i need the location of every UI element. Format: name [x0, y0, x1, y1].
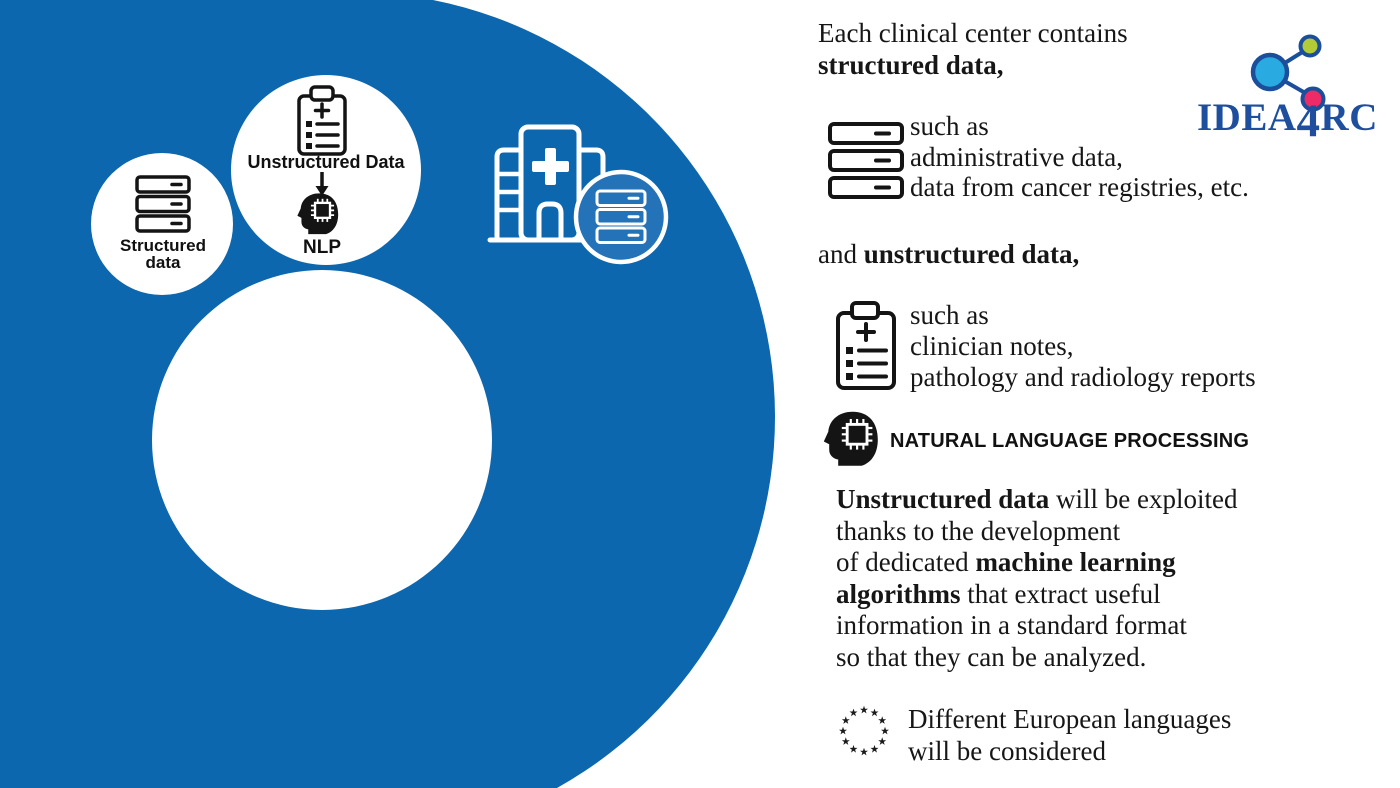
list-item: pathology and radiology reports [910, 362, 1256, 392]
list-item: data from cancer registries, etc. [910, 172, 1249, 202]
structured-data-circle [91, 153, 233, 295]
unstructured-intro-line: and unstructured data, [818, 238, 1238, 270]
unstructured-bold: unstructured data, [863, 239, 1080, 269]
unstructured-data-circle [231, 75, 421, 265]
intro-line-1: Each clinical center contains [818, 18, 1128, 48]
logo-part-1: IDEA [1197, 96, 1297, 139]
logo-part-2: 4 [1296, 95, 1321, 147]
eu-line-1: Different European languages [908, 704, 1232, 734]
intro-text: Each clinical center contains structured… [818, 17, 1238, 81]
logo-part-3: RC [1320, 96, 1378, 139]
list-item: such as [910, 111, 989, 141]
paragraph-line: information in a standard format [836, 610, 1187, 640]
unstructured-examples-list: such as clinician notes, pathology and r… [910, 300, 1350, 393]
nlp-label: NLP [303, 237, 341, 258]
down-arrow-icon [315, 172, 329, 196]
hospital-database-circle [573, 169, 669, 265]
idea4rc-logo-text: IDEA4RC [1197, 96, 1400, 145]
nlp-description-paragraph: Unstructured data will be exploited than… [836, 484, 1306, 673]
list-item: such as [910, 300, 989, 330]
eu-line-2: will be considered [908, 736, 1106, 766]
server-stack-icon [595, 189, 647, 244]
nlp-head-chip-icon [297, 193, 339, 235]
unstructured-data-label: Unstructured Data [247, 152, 405, 172]
paragraph-line: of dedicated machine learning [836, 547, 1176, 577]
list-item: administrative data, [910, 141, 1123, 172]
network-nodes-icon [1250, 34, 1326, 112]
paragraph-line: Unstructured data will be exploited [836, 484, 1238, 514]
paragraph-line: so that they can be analyzed. [836, 641, 1147, 672]
nlp-head-chip-icon [823, 411, 878, 466]
donut-hole-circle [152, 270, 492, 610]
intro-line-2: structured data, [818, 50, 1004, 80]
paragraph-line: algorithms that extract useful [836, 578, 1161, 609]
structured-data-label: Structured data [120, 236, 206, 272]
and-prefix: and [818, 239, 864, 269]
server-stack-icon [135, 175, 191, 233]
eu-stars-circle-icon [839, 705, 889, 756]
nlp-section-title: NATURAL LANGUAGE PROCESSING [890, 430, 1250, 452]
medical-clipboard-icon [836, 301, 896, 390]
structured-examples-list: such as administrative data, data from c… [910, 111, 1350, 203]
list-item: clinician notes, [910, 331, 1074, 361]
medical-clipboard-icon [297, 85, 347, 156]
paragraph-line: thanks to the development [836, 515, 1121, 546]
hospital-building-icon [487, 124, 615, 243]
eu-languages-text: Different European languages will be con… [908, 703, 1348, 767]
server-stack-icon [828, 122, 904, 199]
